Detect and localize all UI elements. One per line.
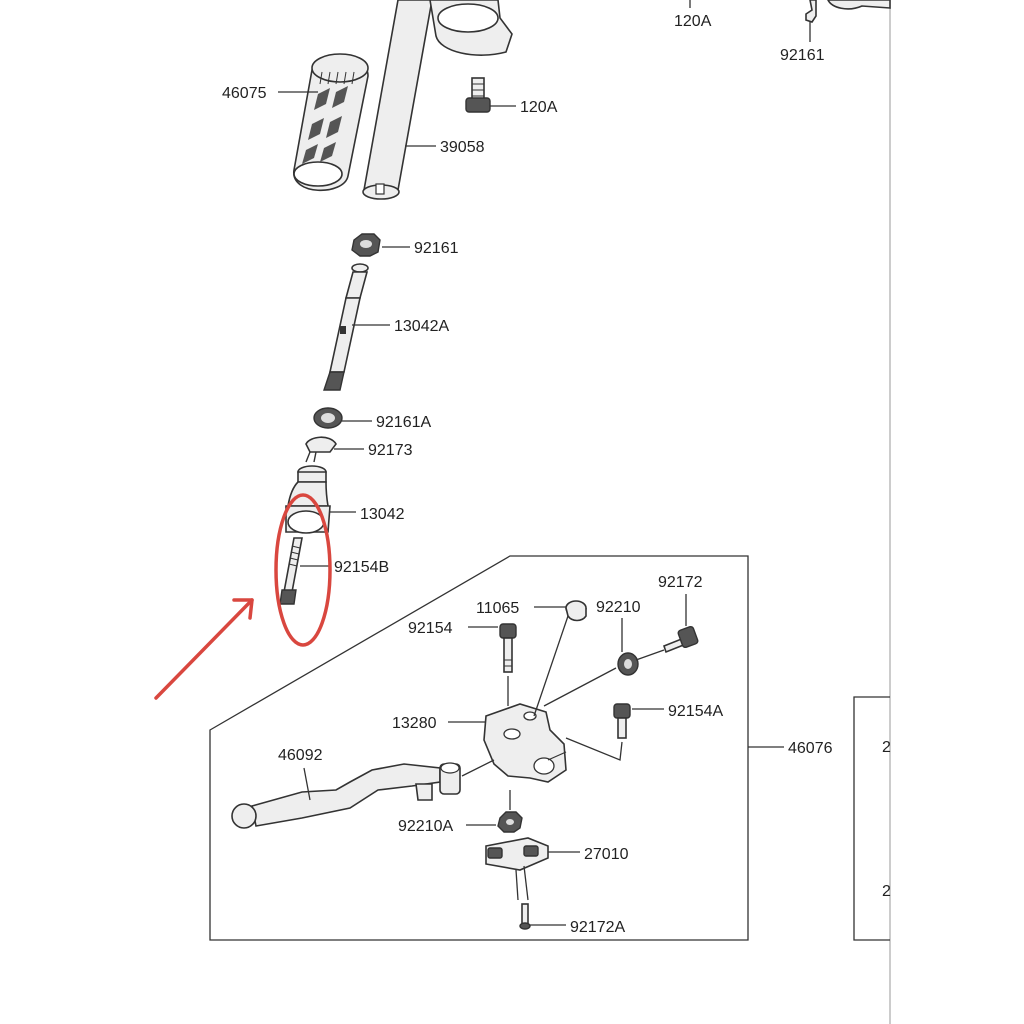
label-grip: 46075	[222, 85, 267, 102]
label-nut: 92161	[414, 240, 459, 257]
label-clamp-bolt: 92154A	[668, 703, 723, 720]
top-clamp-holder	[429, 0, 513, 56]
label-circlip: 92173	[368, 442, 413, 459]
label-nut-right: 92161	[780, 47, 825, 64]
label-holder: 13042	[360, 506, 405, 523]
clutch-lever-46092	[231, 762, 461, 829]
label-bracket: 13280	[392, 715, 437, 732]
cap-11065	[565, 600, 587, 622]
pivot-bolt-92154	[499, 623, 517, 673]
adjuster-guide	[543, 667, 617, 707]
right-box-label-bottom: 2	[882, 883, 891, 900]
lever-guide	[461, 759, 495, 777]
label-lever: 46092	[278, 747, 323, 764]
label-cap: 11065	[476, 600, 519, 617]
handle-grip	[293, 53, 369, 192]
label-handlebar: 39058	[440, 139, 485, 156]
bearing-92161a	[313, 407, 343, 429]
label-bolt-top-right: 120A	[520, 99, 558, 116]
highlight-arrow-head	[232, 598, 254, 620]
label-adjuster: 92210	[596, 599, 641, 616]
circlip-92173	[305, 436, 337, 463]
top-bolt-120a	[465, 77, 491, 113]
highlight-arrow-shaft	[154, 598, 254, 700]
clutch-switch-27010	[485, 837, 549, 901]
switch-screw-92172a	[519, 903, 531, 930]
label-shaft: 13042A	[394, 318, 449, 335]
label-switch-screw: 92172A	[570, 919, 625, 936]
label-bearing: 92161A	[376, 414, 431, 431]
screw-guide	[635, 649, 665, 661]
assembly-box	[209, 555, 749, 941]
adjuster-92210	[617, 652, 639, 676]
leader-lever	[303, 767, 311, 801]
label-lock-nut: 92210A	[398, 818, 453, 835]
label-switch: 27010	[584, 846, 629, 863]
right-box-label-top: 2	[882, 739, 891, 756]
top-right-clamp	[689, 0, 891, 23]
right-partial-box	[853, 696, 890, 941]
label-long-bolt: 92154B	[334, 559, 389, 576]
cap-guide	[533, 615, 569, 717]
label-assembly: 46076	[788, 740, 833, 757]
lock-nut-92210a	[497, 811, 523, 833]
handlebar-pipe	[362, 0, 433, 200]
long-bolt-92154b	[279, 537, 303, 605]
clamp-guide	[565, 737, 623, 761]
label-bolt-top: 120A	[674, 13, 712, 30]
label-adjust-screw: 92172	[658, 574, 703, 591]
weight-shaft	[323, 263, 369, 391]
label-pivot-bolt: 92154	[408, 620, 453, 637]
lever-bracket-13280	[483, 703, 567, 783]
clamp-bolt-92154a	[613, 703, 631, 739]
highlight-circle	[274, 493, 332, 647]
nut-92161	[351, 233, 381, 257]
adjust-screw-92172	[663, 625, 699, 654]
